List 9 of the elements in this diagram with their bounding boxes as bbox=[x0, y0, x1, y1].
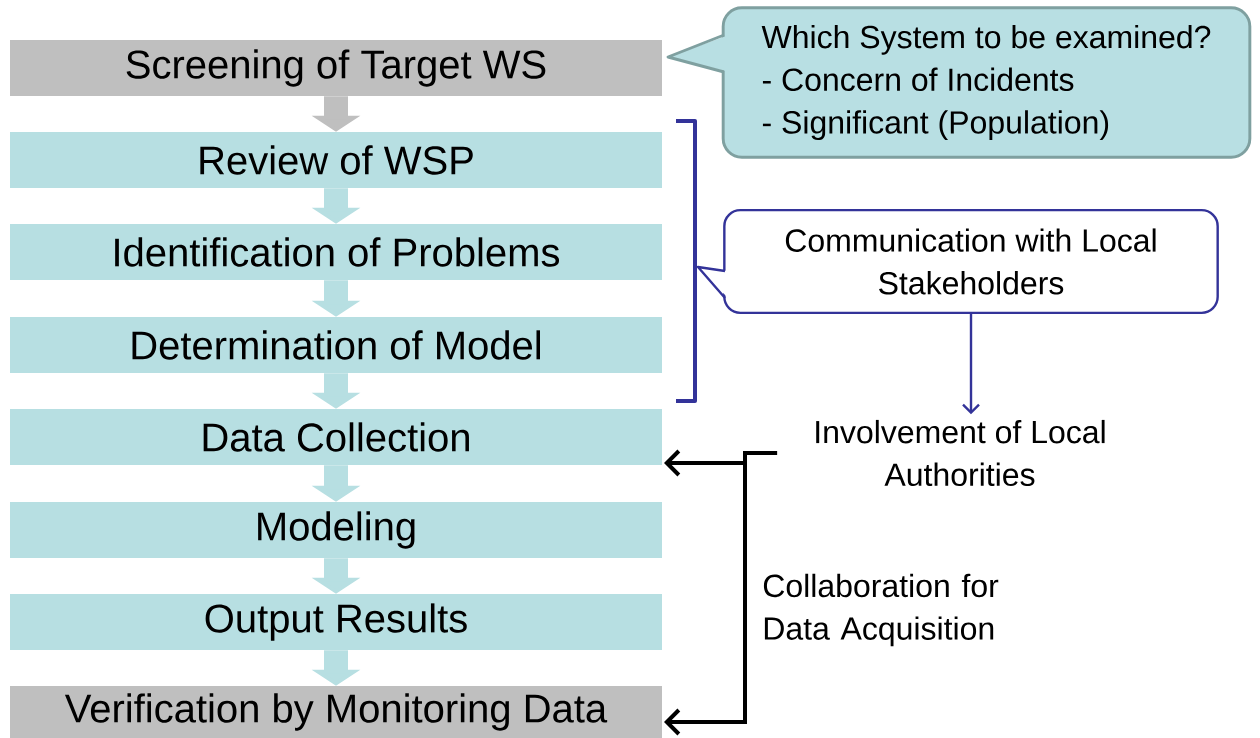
note-text: Involvement of Local Authorities bbox=[816, 419, 1105, 487]
step-box: Screening of Target WS bbox=[10, 40, 662, 96]
step-box: Review of WSP bbox=[10, 132, 662, 188]
arrow bbox=[664, 451, 778, 736]
callout: Which System to be examined? - Concern of Incidents - Significant (Population) bbox=[666, 6, 1252, 159]
edge-label: Collaboration for Data Acquisition bbox=[763, 573, 999, 647]
step-box: Verification by Monitoring Data bbox=[10, 686, 662, 738]
callout: Communication with Local Stakeholders bbox=[696, 208, 1219, 315]
arrow bbox=[962, 314, 980, 415]
